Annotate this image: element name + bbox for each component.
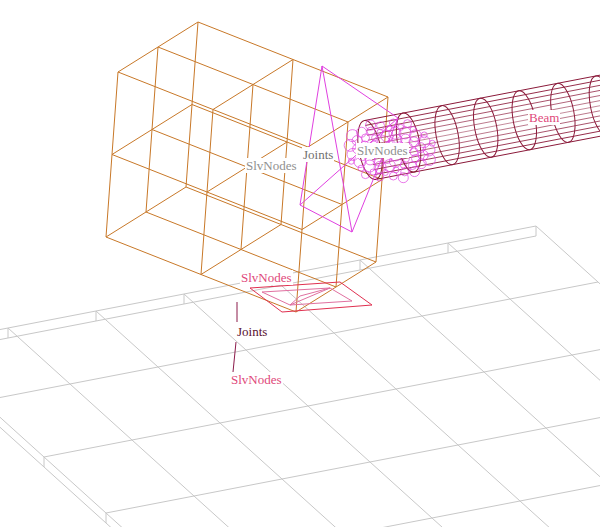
set-label: SlvNodes bbox=[245, 158, 298, 173]
set-label: Joints bbox=[302, 147, 334, 162]
contact-patch bbox=[250, 282, 372, 312]
set-label: SlvNodes bbox=[356, 143, 409, 158]
set-label: SlvNodes bbox=[230, 372, 283, 387]
joint-leader bbox=[233, 342, 236, 372]
set-label: SlvNodes bbox=[240, 270, 293, 285]
part-label: Beam bbox=[528, 110, 560, 125]
joint-leader bbox=[237, 302, 238, 322]
set-label: Joints bbox=[236, 324, 268, 339]
ground-plate bbox=[0, 226, 600, 527]
cube-mesh bbox=[106, 22, 388, 312]
node-cluster bbox=[344, 119, 435, 183]
